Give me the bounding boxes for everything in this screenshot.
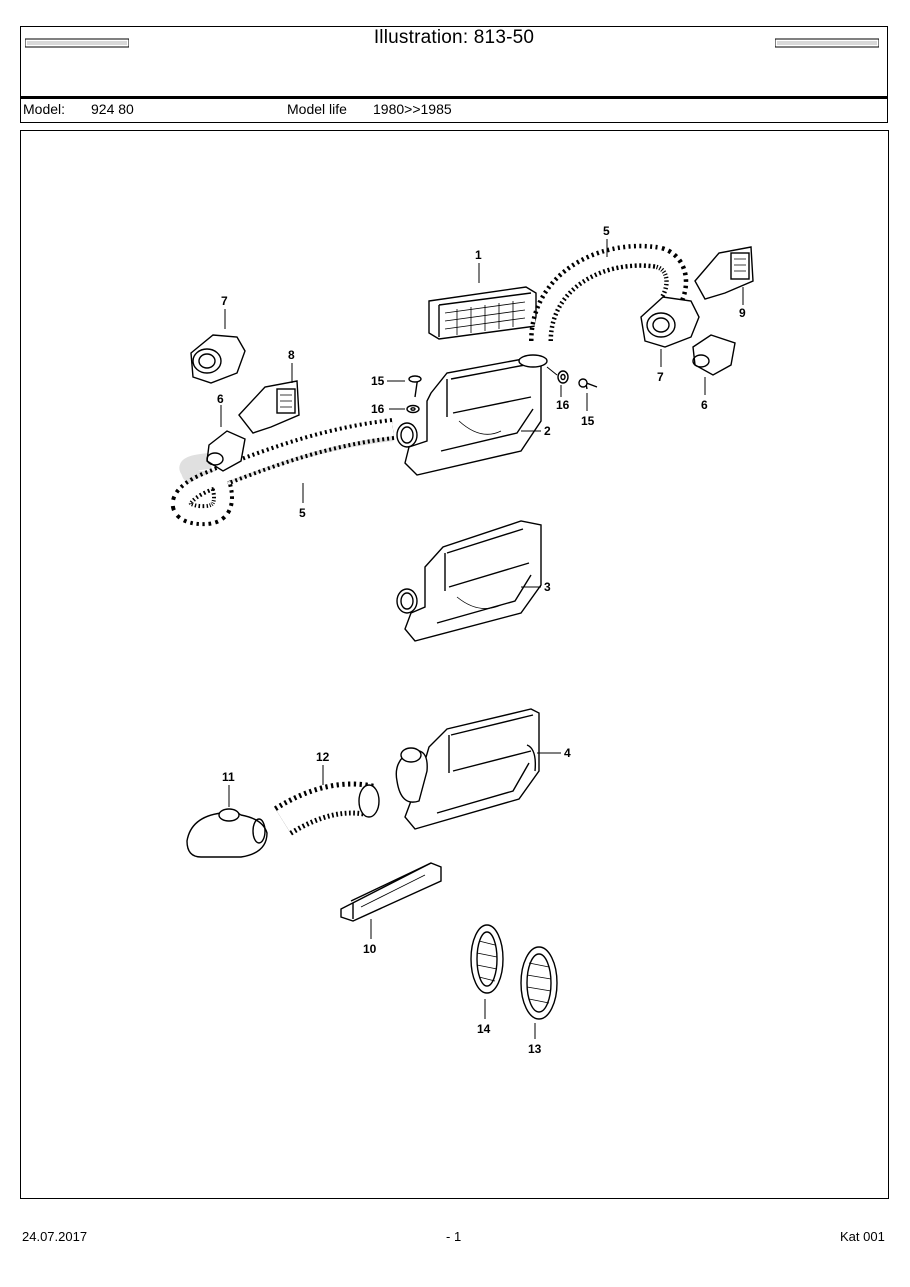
model-label: Model: xyxy=(23,101,66,117)
part-3-distributor xyxy=(396,520,542,642)
illustration-header: Illustration: 813-50 xyxy=(20,26,888,99)
footer-date: 24.07.2017 xyxy=(22,1229,88,1244)
part-6-adapter-left xyxy=(206,430,246,472)
callout-7-right: 7 xyxy=(657,370,664,384)
model-value: 924 80 xyxy=(91,101,134,117)
callout-14: 14 xyxy=(477,1022,491,1036)
callout-11: 11 xyxy=(222,770,235,784)
part-7-outlet-right xyxy=(640,296,700,348)
model-life-value: 1980>>1985 xyxy=(373,101,452,117)
model-bar: Model: 924 80 Model life 1980>>1985 xyxy=(20,99,888,123)
model-life-label: Model life xyxy=(287,101,347,117)
part-13-round-vent xyxy=(520,946,558,1020)
callout-15-right: 15 xyxy=(581,414,595,428)
part-15-screw-right xyxy=(578,378,598,390)
part-2-distributor xyxy=(396,354,548,476)
part-5-hose-left xyxy=(170,418,395,527)
part-1-grille xyxy=(428,286,537,340)
part-15-screw-left xyxy=(408,375,422,398)
part-8-side-vent xyxy=(238,380,300,434)
callout-8: 8 xyxy=(288,348,295,362)
callout-13: 13 xyxy=(528,1042,542,1056)
part-6-adapter-right xyxy=(692,334,736,376)
callout-4: 4 xyxy=(564,746,571,760)
callout-6-right: 6 xyxy=(701,398,708,412)
porsche-logo-left xyxy=(25,38,129,48)
part-10-defroster-nozzle xyxy=(340,862,442,922)
callout-6-left: 6 xyxy=(217,392,224,406)
parts-diagram: 1 2 3 4 5 5 6 6 7 7 8 9 10 11 12 13 14 1… xyxy=(170,224,754,1056)
part-11-elbow xyxy=(186,808,268,858)
callout-5-left: 5 xyxy=(299,506,306,520)
part-14-round-vent xyxy=(470,924,504,994)
part-9-side-vent xyxy=(694,246,754,300)
callout-5-right: 5 xyxy=(603,224,610,238)
part-7-outlet-left xyxy=(190,334,246,384)
parts-diagram-frame: 1 2 3 4 5 5 6 6 7 7 8 9 10 11 12 13 14 1… xyxy=(20,130,889,1199)
callout-16-left: 16 xyxy=(371,402,385,416)
callout-10: 10 xyxy=(363,942,377,956)
callout-12: 12 xyxy=(316,750,330,764)
part-16-washer-right xyxy=(557,370,569,384)
callout-15-left: 15 xyxy=(371,374,385,388)
porsche-logo-right xyxy=(775,38,879,48)
callout-1: 1 xyxy=(475,248,482,262)
callout-7-left: 7 xyxy=(221,294,228,308)
leader-lines xyxy=(220,239,744,1039)
footer-catalog: Kat 001 xyxy=(840,1229,885,1244)
callout-9: 9 xyxy=(739,306,746,320)
callout-16-right: 16 xyxy=(556,398,570,412)
callout-3: 3 xyxy=(544,580,551,594)
footer-page-number: - 1 xyxy=(446,1229,462,1244)
part-12-short-hose xyxy=(273,781,380,836)
illustration-title: Illustration: 813-50 xyxy=(373,27,535,48)
part-5-hose-right xyxy=(529,243,689,342)
part-4-distributor xyxy=(395,708,540,830)
callout-2: 2 xyxy=(544,424,551,438)
part-16-washer-left xyxy=(406,404,420,414)
